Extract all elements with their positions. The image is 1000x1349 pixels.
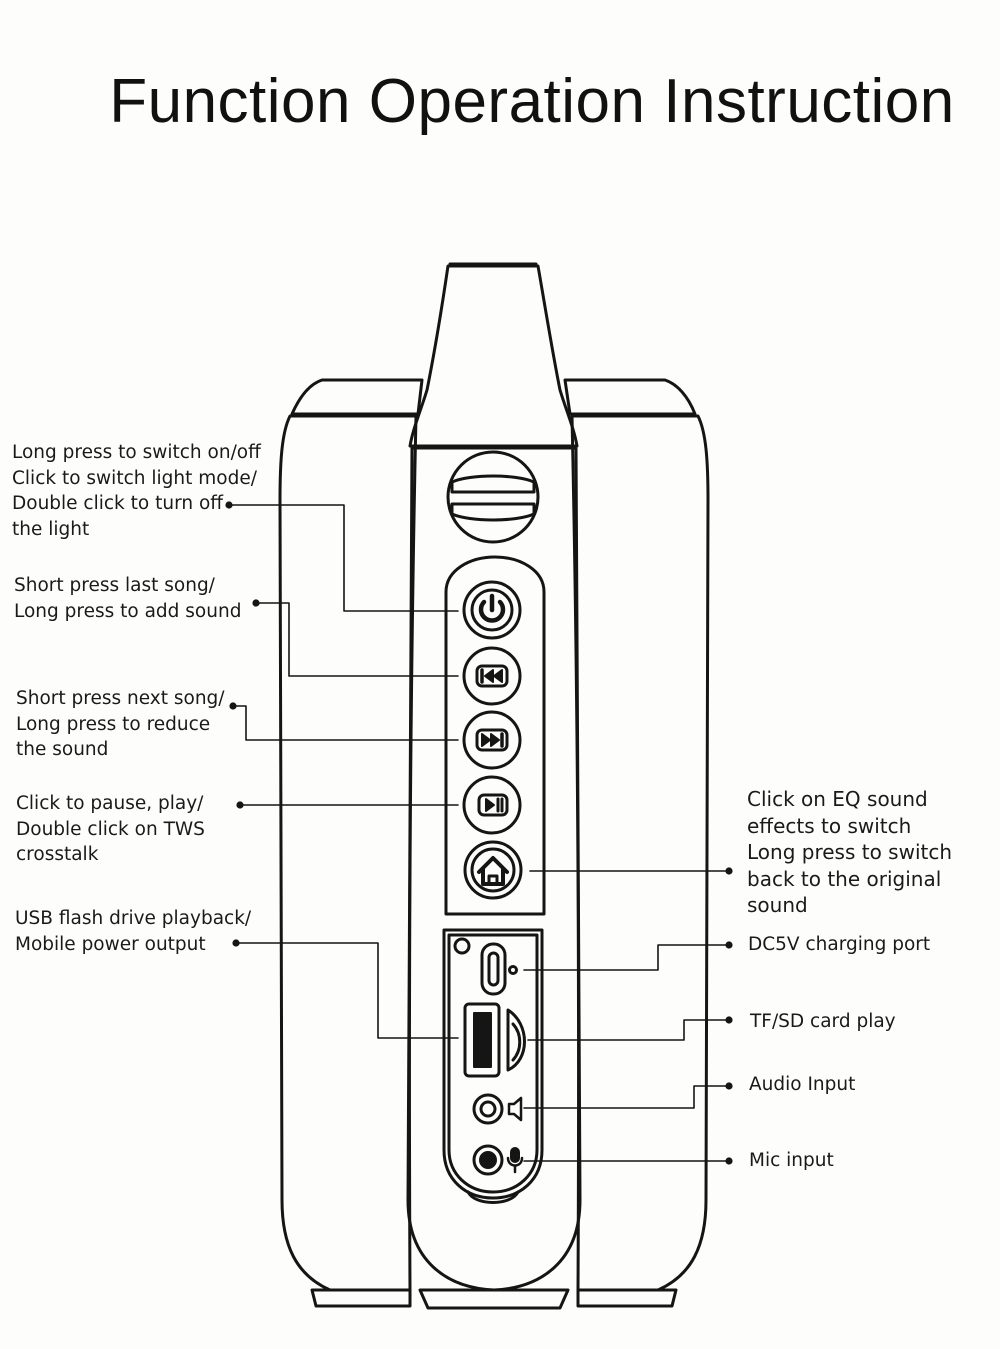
label-tf-card: TF/SD card play [750, 1009, 896, 1035]
label-line: Click to pause, play/ [16, 793, 204, 814]
label-next-song: Short press next song/ Long press to red… [16, 686, 225, 763]
page-title: Function Operation Instruction [109, 67, 955, 136]
tf-card-slot[interactable] [506, 1008, 526, 1072]
next-track-icon [475, 728, 509, 752]
usb-a-port[interactable] [463, 1002, 501, 1078]
previous-track-button[interactable] [462, 646, 522, 706]
usb-c-port[interactable] [480, 942, 518, 996]
usb-c-port-icon [480, 942, 507, 996]
mic-jack-icon [472, 1144, 504, 1176]
label-line: Long press to switch on/off [12, 442, 261, 463]
home-eq-icon [477, 856, 509, 886]
callout-line-power [228, 504, 459, 612]
previous-track-icon [475, 664, 509, 688]
power-button[interactable] [462, 580, 522, 640]
label-audio-input: Audio Input [749, 1072, 855, 1098]
label-power-button: Long press to switch on/off Click to swi… [12, 440, 261, 542]
label-line: effects to switch [747, 813, 912, 838]
label-line: DC5V charging port [748, 934, 931, 955]
usb-a-port-icon [463, 1002, 501, 1078]
aux-jack-icon [472, 1093, 504, 1125]
label-line: Click on EQ sound [747, 787, 928, 811]
play-pause-button[interactable] [462, 775, 522, 835]
callout-line-next [232, 705, 459, 741]
button-panel [444, 555, 546, 916]
label-line: sound [747, 893, 808, 917]
label-last-song: Short press last song/ Long press to add… [14, 573, 241, 624]
speaker-icon [507, 1096, 523, 1122]
label-line: Short press next song/ [16, 688, 225, 709]
callout-line-usb [235, 942, 459, 1039]
play-pause-icon [477, 793, 509, 817]
callout-dots [225, 501, 733, 1165]
speaker-right-panel [563, 378, 710, 1308]
label-line: USB flash drive playback/ [15, 908, 252, 929]
label-line: Audio Input [749, 1074, 856, 1095]
label-eq-mode: Click on EQ sound effects to switch Long… [747, 786, 952, 919]
eq-mode-button[interactable] [463, 840, 523, 900]
label-play-pause: Click to pause, play/ Double click on TW… [16, 791, 205, 868]
label-line: Double click to turn off [12, 493, 224, 514]
label-dc-charging: DC5V charging port [748, 932, 930, 958]
label-mic-input: Mic input [749, 1148, 834, 1174]
label-line: the sound [16, 739, 109, 760]
handle-strap [408, 262, 579, 448]
label-line: Long press to switch [747, 840, 953, 864]
label-line: the light [12, 518, 90, 540]
label-usb-port: USB flash drive playback/ Mobile power o… [15, 906, 251, 957]
label-line: Mobile power output [15, 933, 206, 955]
aux-input-jack[interactable] [472, 1093, 523, 1125]
tf-card-slot-icon [506, 1008, 526, 1072]
power-icon [470, 588, 514, 632]
label-line: Double click on TWS [16, 818, 205, 840]
label-line: back to the original [747, 866, 942, 891]
microphone-icon [506, 1147, 524, 1174]
callout-line-audio [523, 1085, 730, 1109]
next-track-button[interactable] [462, 710, 522, 770]
label-line: Mic input [749, 1150, 834, 1171]
label-line: crosstalk [16, 844, 99, 865]
speaker-center-column [406, 446, 582, 1310]
label-line: Short press last song/ [14, 575, 215, 596]
callout-line-last [255, 602, 459, 677]
label-line: TF/SD card play [750, 1011, 896, 1032]
callout-line-tf [527, 1019, 730, 1041]
mic-input-jack[interactable] [472, 1144, 524, 1176]
port-panel [442, 928, 544, 1204]
speaker-left-panel [278, 378, 424, 1308]
label-line: Long press to add sound [14, 600, 242, 622]
label-line: Click to switch light mode/ [12, 467, 257, 489]
callout-lines [228, 504, 730, 1162]
strap-knob [446, 450, 540, 544]
callout-line-dc [523, 944, 730, 971]
label-line: Long press to reduce [16, 713, 211, 735]
